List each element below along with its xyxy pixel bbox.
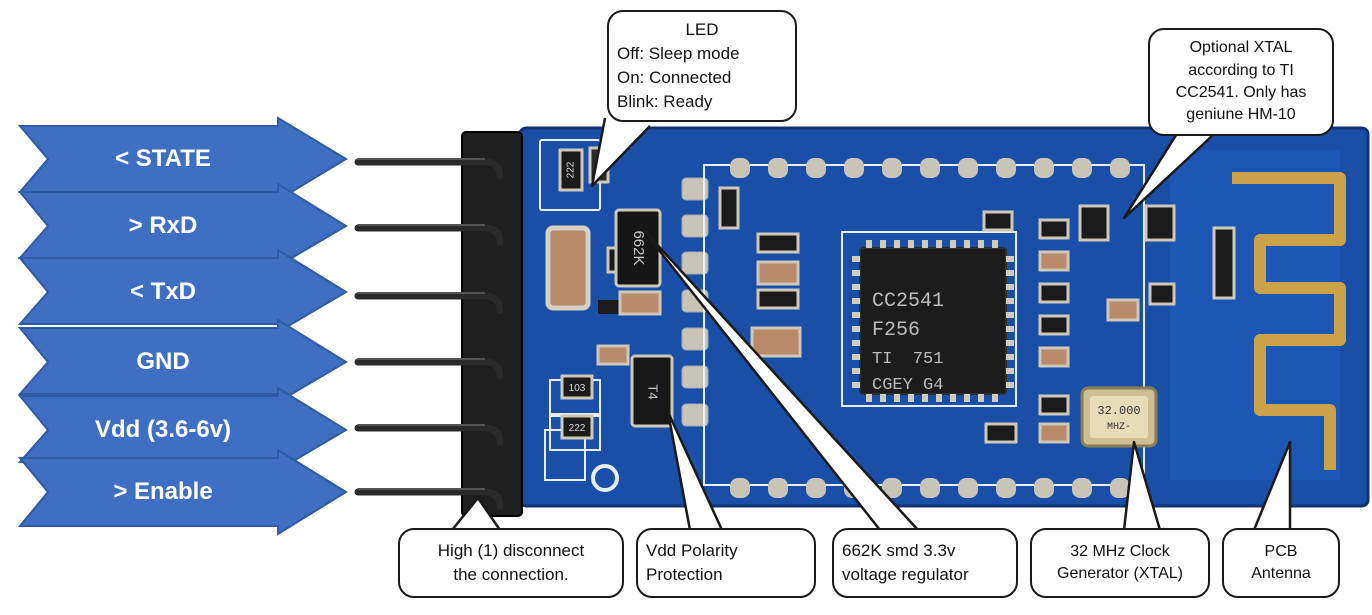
crystal-marking-line-1: 32.000 (1097, 404, 1140, 418)
callout-antenna-line-1: PCB (1264, 542, 1298, 560)
crystal-32mhz: 32.000 MHZ- (1080, 386, 1158, 448)
callout-xtal-line-1: Optional XTAL (1189, 39, 1293, 57)
chip-marking-line-2: F256 (872, 319, 920, 342)
callout-regulator: 662K smd 3.3v voltage regulator (832, 528, 1018, 598)
callout-xtal-line-4: geniune HM-10 (1186, 106, 1296, 124)
callout-regulator-line-1: 662K smd 3.3v (842, 541, 956, 561)
callout-antenna: PCB Antenna (1222, 528, 1340, 598)
chip-marking-line-3: TI 751 (872, 350, 943, 369)
regulator-marking: 662K (630, 230, 647, 265)
callout-enable-line-2: the connection. (453, 565, 569, 584)
callout-optional-xtal: Optional XTAL according to TI CC2541. On… (1148, 28, 1334, 136)
crystal-marking-line-2: MHZ- (1107, 422, 1131, 433)
pin-label-txd: < TxD (129, 278, 197, 305)
chip-marking-line-1: CC2541 (872, 290, 944, 313)
pin-header (354, 131, 523, 517)
callout-polarity-line-2: Protection (646, 565, 723, 584)
diode-marking: T4 (646, 384, 661, 399)
resistor-marking-2: 103 (569, 383, 586, 394)
chip-marking-line-4: CGEY G4 (872, 376, 943, 395)
callout-led-line-1: LED (685, 20, 719, 40)
arrow-enable (17, 448, 348, 536)
pin-label-vdd: Vdd (3.6-6v) (94, 416, 232, 443)
resistor-marking-3: 222 (569, 423, 586, 434)
callout-polarity: Vdd Polarity Protection (636, 528, 816, 598)
callout-led-line-3: On: Connected (617, 68, 732, 87)
smd-components (545, 146, 1236, 444)
pin-label-rxd: > RxD (128, 212, 198, 239)
callout-clock: 32 MHz Clock Generator (XTAL) (1030, 528, 1210, 598)
pin-label-gnd: GND (136, 348, 190, 375)
cc2541-chip: CC2541 F256 TI 751 CGEY G4 (852, 240, 1014, 402)
callout-led: LED Off: Sleep mode On: Connected Blink:… (607, 10, 797, 122)
callout-clock-line-1: 32 MHz Clock (1070, 542, 1170, 560)
pin-label-state: < STATE (115, 145, 211, 172)
pin-arrows (17, 116, 348, 536)
callout-led-line-2: Off: Sleep mode (617, 44, 740, 64)
callout-antenna-line-2: Antenna (1251, 565, 1311, 582)
callout-xtal-line-2: according to TI (1188, 61, 1294, 79)
callout-enable-line-1: High (1) disconnect (437, 541, 585, 561)
resistor-marking-1: 222 (566, 161, 577, 178)
callout-regulator-line-2: voltage regulator (842, 565, 969, 584)
callout-clock-line-2: Generator (XTAL) (1057, 565, 1183, 582)
callout-pointers (451, 117, 1292, 531)
pin-label-enable: > Enable (113, 478, 213, 505)
callout-enable: High (1) disconnect the connection. (398, 528, 624, 598)
callout-led-line-4: Blink: Ready (617, 91, 713, 111)
pcb-antenna-trace (1232, 172, 1346, 470)
callout-xtal-line-3: CC2541. Only has (1175, 84, 1307, 101)
callout-polarity-line-1: Vdd Polarity (646, 541, 738, 561)
